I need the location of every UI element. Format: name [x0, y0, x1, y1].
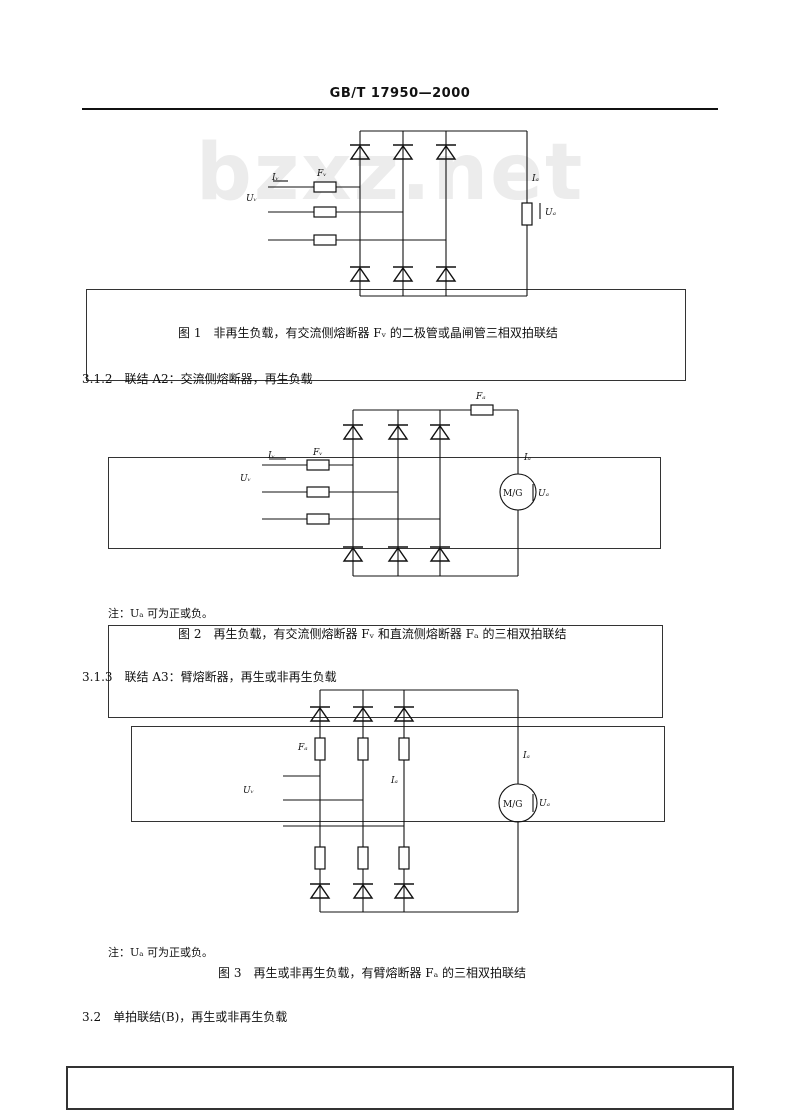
figure1-label-id: Iₐ: [531, 174, 539, 184]
figure2-label-iv: Iᵥ: [267, 451, 275, 461]
figure3-note: 注：Uₐ 可为正或负。: [108, 946, 214, 959]
page-header-standard-number: GB/T 17950—2000: [329, 86, 471, 101]
figure1-label-iv: Iᵥ: [271, 173, 279, 183]
figure2-caption-frame: [108, 625, 663, 718]
figure2-diodes: [342, 424, 451, 562]
figure2-label-fd: Fₐ: [475, 392, 486, 402]
figure3-label-id: Iₐ: [522, 751, 530, 761]
figure3-circuit: [283, 689, 538, 913]
figure1-caption: 图 1 非再生负载，有交流侧熔断器 Fᵥ 的二极管或晶闸管三相双拍联结: [178, 326, 558, 340]
figure2-label-id: Iₐ: [523, 453, 531, 463]
figure2-caption: 图 2 再生负载，有交流侧熔断器 Fᵥ 和直流侧熔断器 Fₐ 的三相双拍联结: [178, 627, 567, 641]
figure3-caption: 图 3 再生或非再生负载，有臂熔断器 Fₐ 的三相双拍联结: [218, 966, 527, 980]
figure1-label-fv: Fᵥ: [316, 169, 327, 179]
watermark: bzxz.net: [196, 128, 585, 218]
section-3-1-3-heading: 3.1.3 联结 A3：臂熔断器，再生或非再生负载: [82, 670, 337, 684]
figure1-label-uv: Uᵥ: [246, 194, 257, 204]
figure1-circuit: [268, 130, 541, 297]
figure1-caption-frame: [86, 289, 686, 381]
figure2-label-ud: Uₐ: [538, 489, 549, 499]
figure1-label-ud: Uₐ: [545, 208, 556, 218]
figure2-note: 注：Uₐ 可为正或负。: [108, 607, 214, 620]
figure3-label-ud: Uₐ: [539, 799, 550, 809]
header-rule: [82, 108, 718, 110]
section-3-1-2-heading: 3.1.2 联结 A2：交流侧熔断器，再生负载: [82, 372, 313, 386]
figure2-label-fv: Fᵥ: [312, 448, 323, 458]
figure2-circuit: [262, 409, 537, 577]
figure3-label-fa: Fₐ: [297, 743, 308, 753]
figure2-label-uv: Uᵥ: [240, 474, 251, 484]
figure2-body-frame: [108, 457, 661, 549]
section-3-2-heading: 3.2 单拍联结(B)，再生或非再生负载: [82, 1010, 288, 1024]
figure3-body-frame: [131, 726, 665, 822]
figure3-label-uv: Uᵥ: [243, 786, 254, 796]
figure2-label-mg: M/G: [503, 489, 522, 499]
figure3-label-ia: Iₐ: [390, 776, 398, 786]
figure3-fuses: [314, 737, 410, 870]
figure1-fuses: [313, 181, 533, 246]
figure3-label-mg: M/G: [503, 800, 522, 810]
